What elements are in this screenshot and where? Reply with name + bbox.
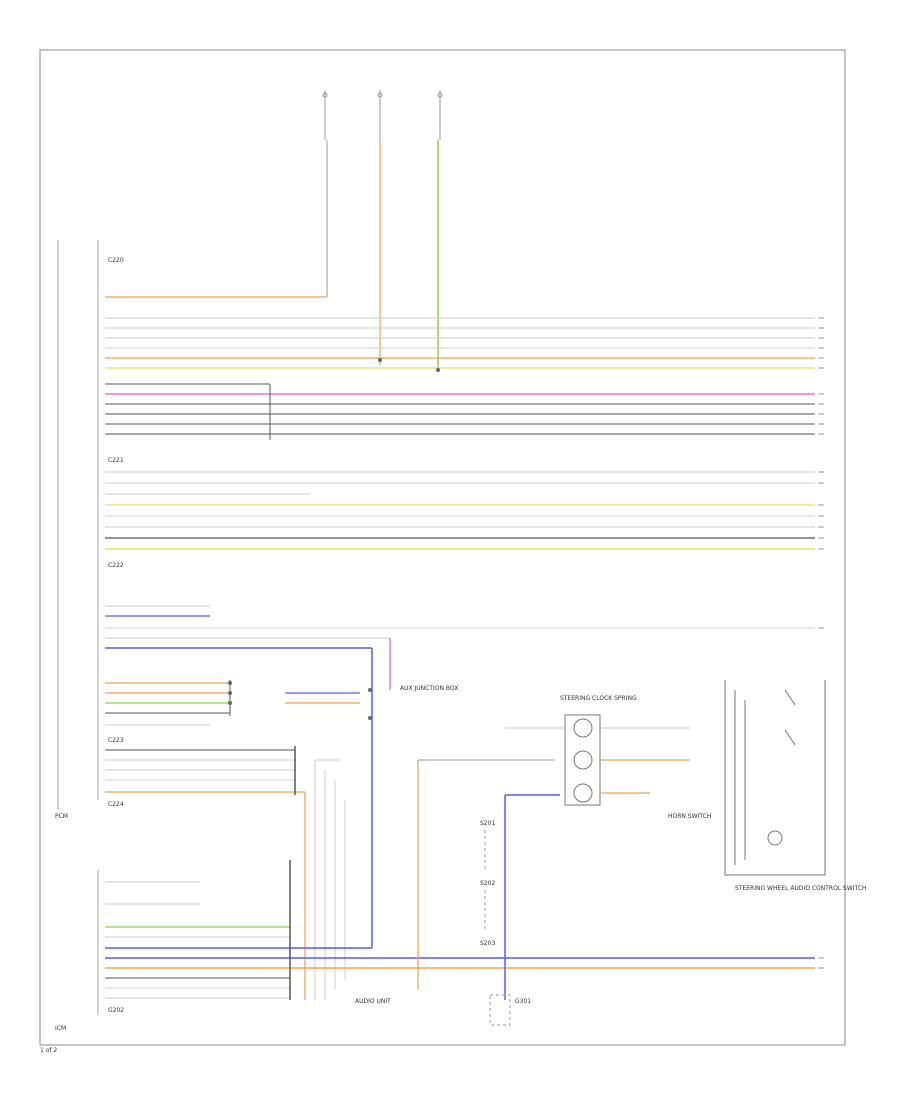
label-page-ref: 1 of 2: [40, 1047, 57, 1054]
label-module-bottom-left: ICM: [55, 1025, 66, 1032]
wire-bundle: [314, 759, 346, 1000]
steering-switch-box: [724, 680, 826, 876]
label-module-left: PCM: [55, 813, 68, 820]
right-terminal-ticks: [818, 317, 824, 969]
label-steering-switch: STEERING WHEEL AUDIO CONTROL SWITCH: [735, 885, 867, 892]
label-splice-a: S201: [480, 820, 495, 827]
clock-spring: [564, 714, 601, 806]
terminal-dots: [228, 358, 440, 720]
label-connector-c2: C221: [108, 457, 124, 464]
label-horn-switch: HORN SWITCH: [668, 813, 711, 820]
label-connector-c5: C224: [108, 801, 124, 808]
label-connector-c3: C222: [108, 562, 124, 569]
fuse-block: [322, 90, 443, 140]
label-aux-junction: AUX JUNCTION BOX: [400, 685, 458, 692]
label-splice-b: S202: [480, 880, 495, 887]
label-connector-c1: C220: [108, 257, 124, 264]
label-ground-ref: G202: [108, 1007, 124, 1014]
diagram-frame: [39, 49, 846, 1046]
splices: [484, 830, 511, 1026]
label-steering-clock: STEERING CLOCK SPRING: [560, 695, 637, 702]
label-audio-unit: AUDIO UNIT: [355, 998, 391, 1005]
label-ground-bottom: G301: [515, 998, 531, 1005]
label-splice-c: S203: [480, 940, 495, 947]
label-connector-c4: C223: [108, 737, 124, 744]
